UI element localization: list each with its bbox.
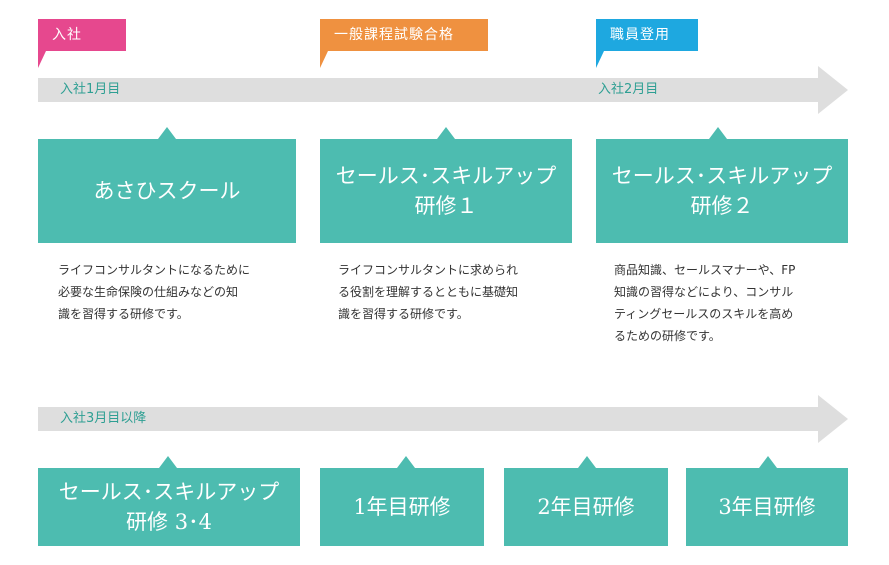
- box-notch: [709, 127, 727, 139]
- box-title: 1年目研修: [353, 495, 451, 519]
- box-sales-skillup-2: セールス･スキルアップ 研修２: [596, 139, 848, 243]
- timeline-arrow-1-head: [818, 66, 848, 114]
- box-notch: [437, 127, 455, 139]
- timeline-label-month2: 入社2月目: [598, 82, 659, 97]
- desc-line: るための研修です。: [614, 329, 721, 343]
- desc-line: 知識の習得などにより、コンサル: [614, 285, 794, 299]
- box-title-line2: 研修２: [690, 194, 754, 218]
- desc-line: ティングセールスのスキルを高め: [614, 307, 794, 321]
- box-notch: [578, 456, 596, 468]
- milestone-label: 職員登用: [610, 27, 670, 43]
- box-description-sales-skillup-2: 商品知識、セールスマナーや、FP 知識の習得などにより、コンサル ティングセール…: [614, 259, 854, 347]
- box-description-sales-skillup-1: ライフコンサルタントに求められ る役割を理解するとともに基礎知 識を習得する研修…: [338, 259, 578, 325]
- desc-line: ライフコンサルタントになるために: [58, 263, 251, 277]
- box-title-line1: セールス･スキルアップ: [335, 164, 557, 188]
- box-notch: [158, 127, 176, 139]
- box-description-asahi-school: ライフコンサルタントになるために 必要な生命保険の仕組みなどの知 識を習得する研…: [58, 259, 298, 325]
- desc-line: 識を習得する研修です。: [58, 307, 189, 321]
- timeline-arrow-2-head: [818, 395, 848, 443]
- box-notch: [759, 456, 777, 468]
- milestone-flag-exam-pass: 一般課程試験合格: [320, 19, 488, 51]
- box-year2-training: 2年目研修: [504, 468, 668, 546]
- box-sales-skillup-1: セールス･スキルアップ 研修１: [320, 139, 572, 243]
- milestone-flag-staff-appointment: 職員登用: [596, 19, 698, 51]
- timeline-label-month3-onward: 入社3月目以降: [60, 411, 147, 426]
- desc-line: る役割を理解するとともに基礎知: [338, 285, 519, 299]
- box-year1-training: 1年目研修: [320, 468, 484, 546]
- desc-line: 識を習得する研修です。: [338, 307, 469, 321]
- box-title-line1: セールス･スキルアップ: [58, 480, 280, 504]
- box-title: 2年目研修: [537, 495, 635, 519]
- timeline-label-month1: 入社1月目: [60, 82, 121, 97]
- desc-line: ライフコンサルタントに求められ: [338, 263, 519, 277]
- box-year3-training: 3年目研修: [686, 468, 848, 546]
- milestone-label: 一般課程試験合格: [334, 27, 454, 43]
- box-title-line2: 研修１: [414, 194, 478, 218]
- desc-line: 商品知識、セールスマナーや、FP: [614, 263, 796, 277]
- milestone-flag-nyusha: 入社: [38, 19, 126, 51]
- milestone-flag-tail: [596, 51, 604, 68]
- box-title: あさひスクール: [93, 179, 241, 203]
- box-notch: [397, 456, 415, 468]
- milestone-label: 入社: [52, 27, 82, 43]
- milestone-flag-tail: [320, 51, 328, 68]
- box-notch: [159, 456, 177, 468]
- timeline-arrow-2: [38, 407, 818, 431]
- box-title-line1: セールス･スキルアップ: [611, 164, 833, 188]
- box-title: 3年目研修: [718, 495, 816, 519]
- box-title-line2: 研修 3･4: [126, 510, 212, 534]
- box-asahi-school: あさひスクール: [38, 139, 296, 243]
- desc-line: 必要な生命保険の仕組みなどの知: [58, 285, 239, 299]
- timeline-arrow-1: [38, 78, 818, 102]
- box-sales-skillup-3-4: セールス･スキルアップ 研修 3･4: [38, 468, 300, 546]
- milestone-flag-tail: [38, 51, 46, 68]
